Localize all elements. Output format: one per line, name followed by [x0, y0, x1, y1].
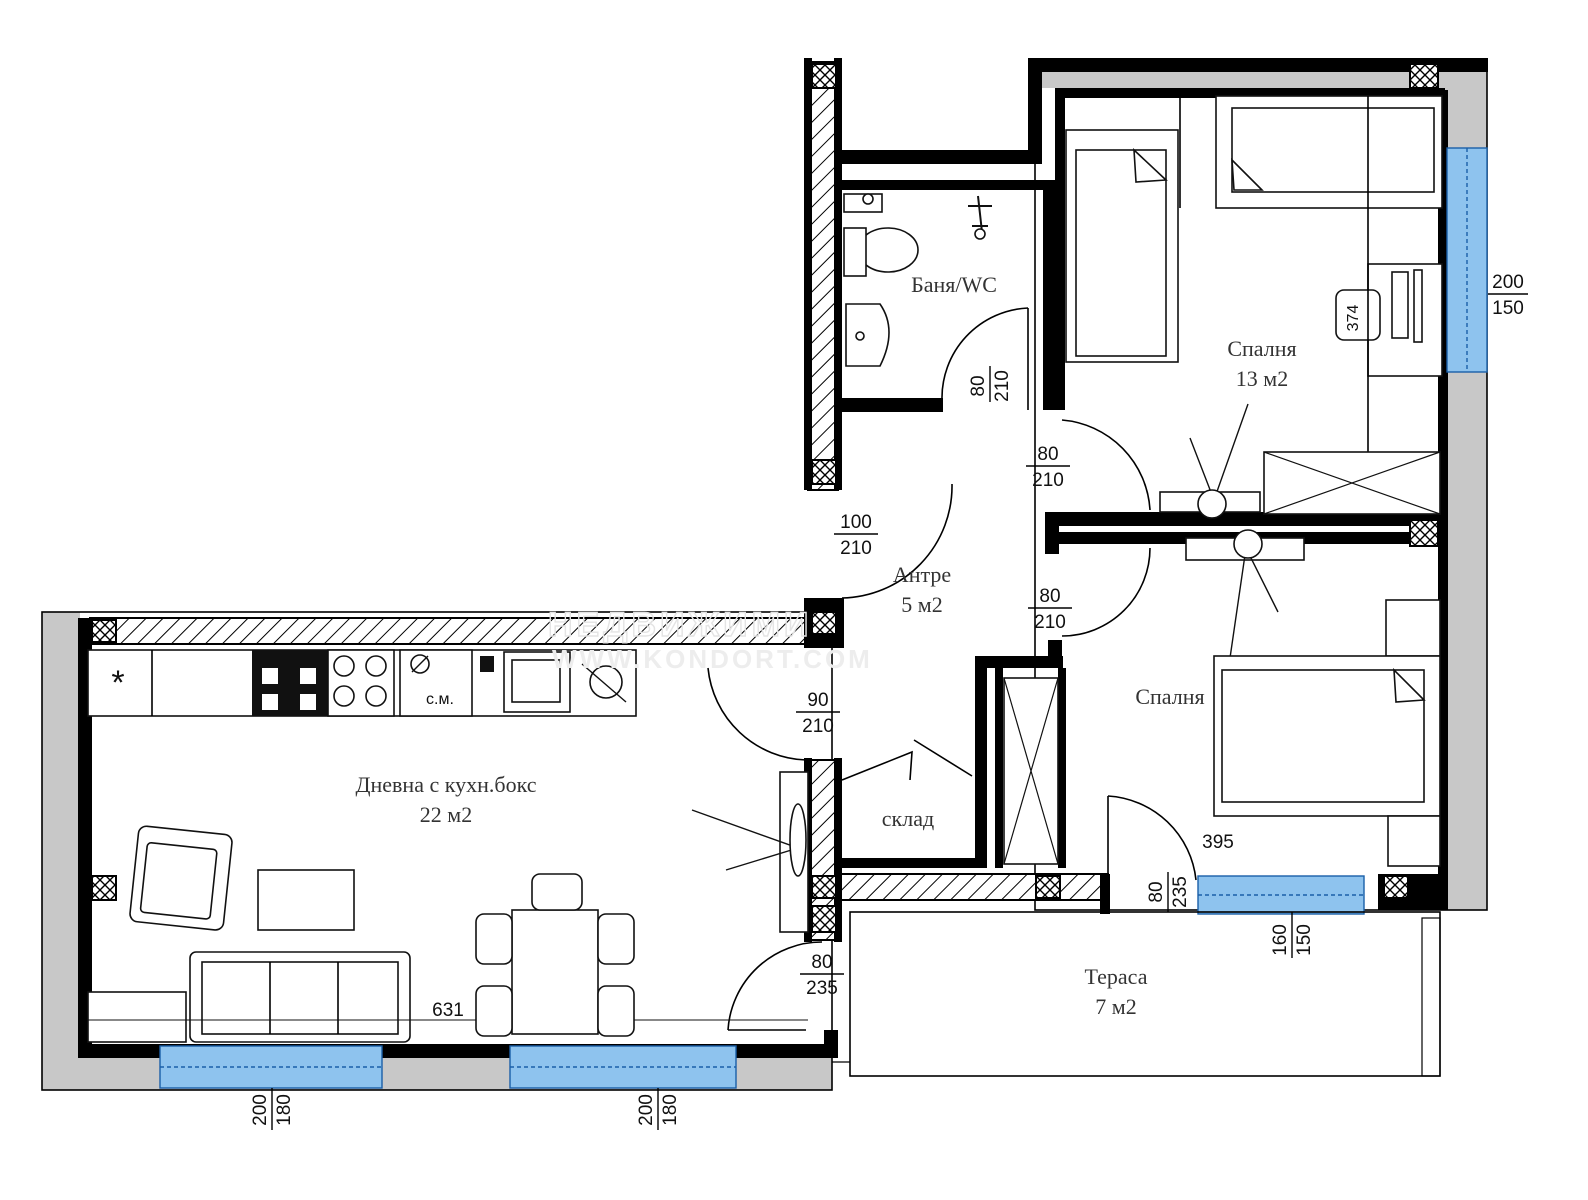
sink-icon [845, 303, 890, 367]
dim-living-door-w: 90 [807, 690, 828, 711]
doors [707, 307, 1197, 1031]
dim-entry-door-w: 100 [840, 512, 872, 533]
columns [91, 63, 1439, 933]
shower-icon [968, 195, 992, 233]
watermark-line2: WWW.KONDORT.COM [552, 644, 873, 674]
coffee-table [257, 869, 355, 931]
windows [159, 147, 1488, 1089]
star-symbol: * [111, 664, 124, 702]
living-window-1 [159, 1045, 383, 1089]
terrace [832, 911, 1441, 1077]
dim-entry-door-h: 210 [840, 538, 872, 559]
dim-bath-door-w: 80 [968, 375, 989, 396]
dim-living-window1-w: 200 [250, 1094, 271, 1126]
desk-chair-icon [1335, 289, 1381, 341]
room-labels: Баня/WC Спалня 13 м2 Антре 5 м2 Дневна с… [111, 272, 1296, 1019]
dining-table [511, 909, 599, 1035]
dim-balcony-door-h: 235 [1170, 876, 1191, 908]
dimension-labels: 80 210 80 210 100 210 80 210 90 210 80 2… [250, 272, 1528, 1130]
label-storage: склад [882, 806, 934, 831]
label-bedroom2: Спалня [1135, 684, 1204, 709]
dim-bath-door-h: 210 [992, 370, 1013, 402]
dim-living-length: 631 [432, 1000, 464, 1021]
dim-balcony-door-w: 80 [1146, 881, 1167, 902]
label-hall: Антре [893, 562, 951, 587]
label-terrace: Тераса [1085, 964, 1148, 989]
dim-terrace-door-w: 80 [811, 952, 832, 973]
label-bedroom1: Спалня [1227, 336, 1296, 361]
label-bath: Баня/WC [911, 272, 997, 297]
dim-bed1-window-w: 200 [1492, 272, 1524, 293]
living-furniture [87, 771, 809, 1043]
kitchen [87, 649, 637, 717]
dim-living-window1-h: 180 [274, 1094, 295, 1126]
bedroom2-window [1197, 875, 1365, 915]
dim-living-window2-w: 200 [636, 1094, 657, 1126]
dim-living-window2-h: 180 [660, 1094, 681, 1126]
label-living-area: 22 м2 [420, 802, 472, 827]
label-living: Дневна с кухн.бокс [356, 772, 537, 797]
label-bedroom1-area: 13 м2 [1236, 366, 1288, 391]
dim-bed2-door-h: 210 [1034, 612, 1066, 633]
watermark-line1: НЕДВИЖИМИ [548, 606, 812, 644]
dim-living-door-h: 210 [802, 716, 834, 737]
bedroom2-furniture [1003, 529, 1441, 867]
dim-bed2-window-w: 160 [1270, 924, 1291, 956]
dim-bed2-window-h: 150 [1294, 924, 1315, 956]
toilet-icon [857, 227, 919, 273]
watermark: НЕДВИЖИМИ WWW.KONDORT.COM [547, 605, 873, 674]
dim-bed1-door-w: 80 [1037, 444, 1058, 465]
dim-bed2-door-w: 80 [1039, 586, 1060, 607]
washer-label: с.м. [426, 691, 454, 708]
bedroom1-furniture [1065, 95, 1443, 519]
dim-desk-width: 374 [1345, 305, 1362, 332]
dim-terrace-door-h: 235 [806, 978, 838, 999]
dim-bed1-door-h: 210 [1032, 470, 1064, 491]
dim-bed1-window-h: 150 [1492, 298, 1524, 319]
label-terrace-area: 7 м2 [1095, 994, 1136, 1019]
bathroom-fixtures [843, 193, 992, 367]
dim-bed2-length: 395 [1202, 832, 1234, 853]
label-hall-area: 5 м2 [901, 592, 942, 617]
